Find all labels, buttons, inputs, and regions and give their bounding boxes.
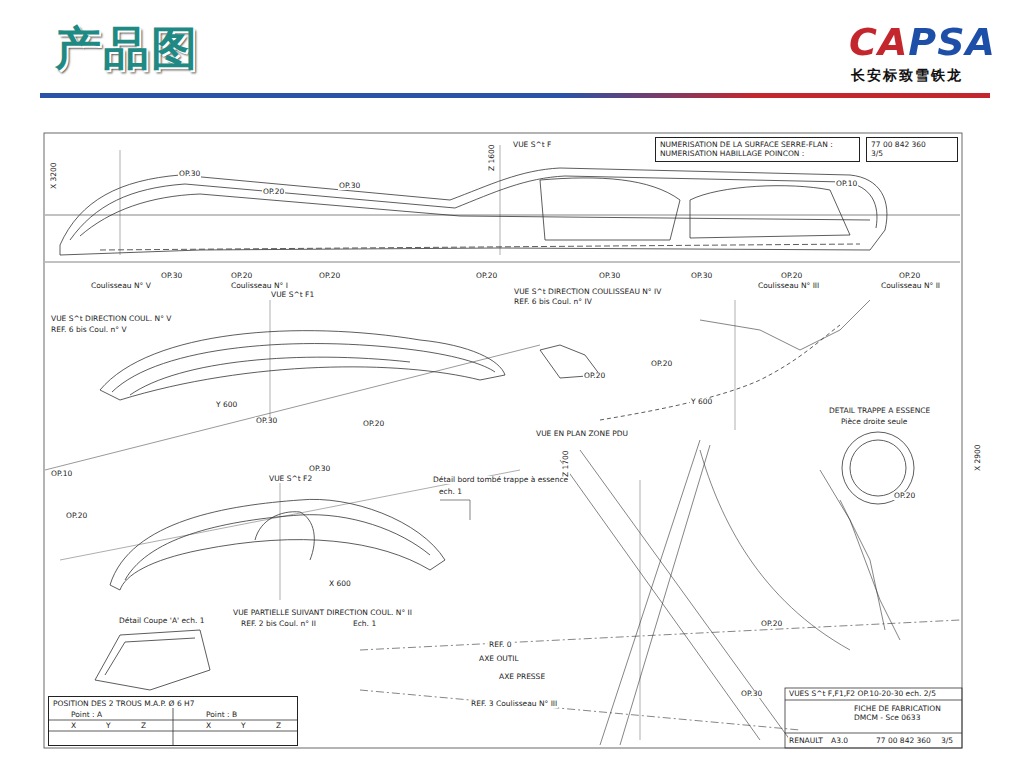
drawing-label: Coulisseau N° V (90, 282, 152, 290)
fuel-flap-ring (850, 440, 906, 496)
drawing-label: ech. 1 (438, 488, 463, 496)
drawing-label: OP.30 (160, 272, 183, 280)
title-block-frame (785, 688, 962, 748)
drawing-label: Détail Coupe 'A' ech. 1 (118, 617, 206, 625)
drawing-label: OP.10 (50, 470, 73, 478)
drawing-label: Détail bord tombé trappe à essence (432, 476, 569, 484)
drawing-label: OP.20 (230, 272, 253, 280)
drawing-label: Point : B (205, 711, 238, 719)
drawing-label: REF. 3 Coulisseau N° III (470, 700, 558, 708)
drawing-label: RENAULT (788, 737, 824, 745)
drawing-label: DETAIL TRAPPE A ESSENCE (828, 407, 931, 415)
drawing-label: AXE PRESSE (498, 673, 546, 681)
drawing-label: Ech. 1 (352, 620, 377, 628)
drawing-label: VUE EN PLAN ZONE PDU (535, 430, 629, 438)
drawing-label: OP.20 (318, 272, 341, 280)
page-title: 产品图 (55, 18, 199, 80)
drawing-label: OP.20 (650, 360, 673, 368)
company-logo: CAPSA (845, 22, 1000, 64)
drawing-label: OP.30 (308, 465, 331, 473)
drawing-label: OP.20 (262, 188, 285, 196)
section-f1 (45, 300, 870, 470)
title-block-rule (785, 700, 962, 701)
side-view (45, 145, 960, 262)
table-rule (173, 708, 174, 746)
drawing-label: Z 1600 (488, 143, 496, 172)
drawing-label: OP.20 (65, 512, 88, 520)
plan-view-lines (360, 440, 960, 745)
node-text: 77 00 842 360 (871, 140, 953, 149)
drawing-label: OP.30 (255, 417, 278, 425)
drawing-label: REF. 6 bis Coul. n° V (50, 326, 128, 334)
drawing-label: Point : A (70, 711, 103, 719)
node-text: NUMERISATION DE LA SURFACE SERRE-FLAN : (660, 140, 855, 149)
node-text: 3/5 (871, 149, 953, 158)
drawing-label: Y (105, 722, 112, 730)
drawing-label: X 3200 (50, 161, 58, 190)
drawing-label: OP.10 (835, 180, 858, 188)
drawing-label: AXE OUTIL (478, 655, 520, 663)
drawing-label: VUE S^t F1 (270, 291, 315, 299)
drawing-label: Y (240, 722, 247, 730)
drawing-label: VUES S^t F,F1,F2 OP.10-20-30 ech. 2/5 (788, 690, 937, 698)
drawing-label: OP.20 (760, 620, 783, 628)
drawing-label: 3/5 (940, 737, 954, 745)
drawing-label: OP.20 (898, 272, 921, 280)
drawing-label: A3.0 (830, 737, 849, 745)
header-box: NUMERISATION DE LA SURFACE SERRE-FLAN :N… (655, 137, 860, 162)
section-f2 (60, 470, 520, 600)
drawing-label: REF. 2 bis Coul. n° II (240, 620, 317, 628)
drawing-label: VUE PARTIELLE SUIVANT DIRECTION COUL. N°… (232, 609, 413, 617)
drawing-number-box: 77 00 842 3603/5 (866, 137, 958, 162)
drawing-label: Coulisseau N° I (230, 282, 289, 290)
title-block-rule (785, 733, 962, 734)
detail-line (105, 638, 195, 675)
drawing-label: Z (140, 722, 147, 730)
drawing-label: Pièce droite seule (840, 418, 908, 426)
company-name: 长安标致雪铁龙 (850, 68, 964, 83)
drawing-label: VUE S^t F2 (268, 475, 313, 483)
drawing-label: OP.30 (338, 182, 361, 190)
drawing-label: OP.20 (362, 420, 385, 428)
drawing-label: Y 600 (690, 398, 713, 406)
title-block: FICHE DE FABRICATIONDMCM - Sce 0633 (850, 702, 960, 725)
node-text: DMCM - Sce 0633 (854, 713, 956, 722)
drawing-label: REF. 6 bis Coul. n° IV (513, 298, 593, 306)
drawing-label: OP.20 (780, 272, 803, 280)
drawing-label: VUE S^t F (512, 141, 552, 149)
node-text: NUMERISATION HABILLAGE POINCON : (660, 149, 855, 158)
drawing-label: 77 00 842 360 (875, 737, 932, 745)
drawing-label: VUE S^t DIRECTION COULISSEAU N° IV (513, 288, 662, 296)
drawing-label: OP.20 (893, 492, 916, 500)
header-bar (40, 93, 990, 98)
drawing-frame (44, 133, 962, 748)
drawing-label: OP.30 (178, 170, 201, 178)
drawing-label: OP.30 (598, 272, 621, 280)
drawing-label: Z (275, 722, 282, 730)
drawing-label: OP.20 (475, 272, 498, 280)
drawing-label: X (205, 722, 212, 730)
position-table: POSITION DES 2 TROUS M.A.P. Ø 6 H7 (48, 696, 298, 746)
drawing-label: X (70, 722, 77, 730)
drawing-label: OP.30 (690, 272, 713, 280)
drawing-label: X 2900 (974, 443, 982, 472)
drawing-label: Coulisseau N° II (880, 282, 941, 290)
drawing-label: Z 1700 (562, 449, 570, 478)
drawing-label: X 600 (328, 580, 352, 588)
drawing-label: OP.30 (740, 690, 763, 698)
node-text: FICHE DE FABRICATION (854, 704, 956, 713)
node-text: POSITION DES 2 TROUS M.A.P. Ø 6 H7 (53, 699, 293, 708)
drawing-label: Coulisseau N° III (757, 282, 820, 290)
drawing-label: VUE S^t DIRECTION COUL. N° V (50, 315, 172, 323)
drawing-label: OP.20 (583, 372, 606, 380)
drawing-label: REF. 0 (488, 641, 513, 649)
detail-section (95, 630, 210, 690)
drawing-label: Y 600 (215, 401, 238, 409)
